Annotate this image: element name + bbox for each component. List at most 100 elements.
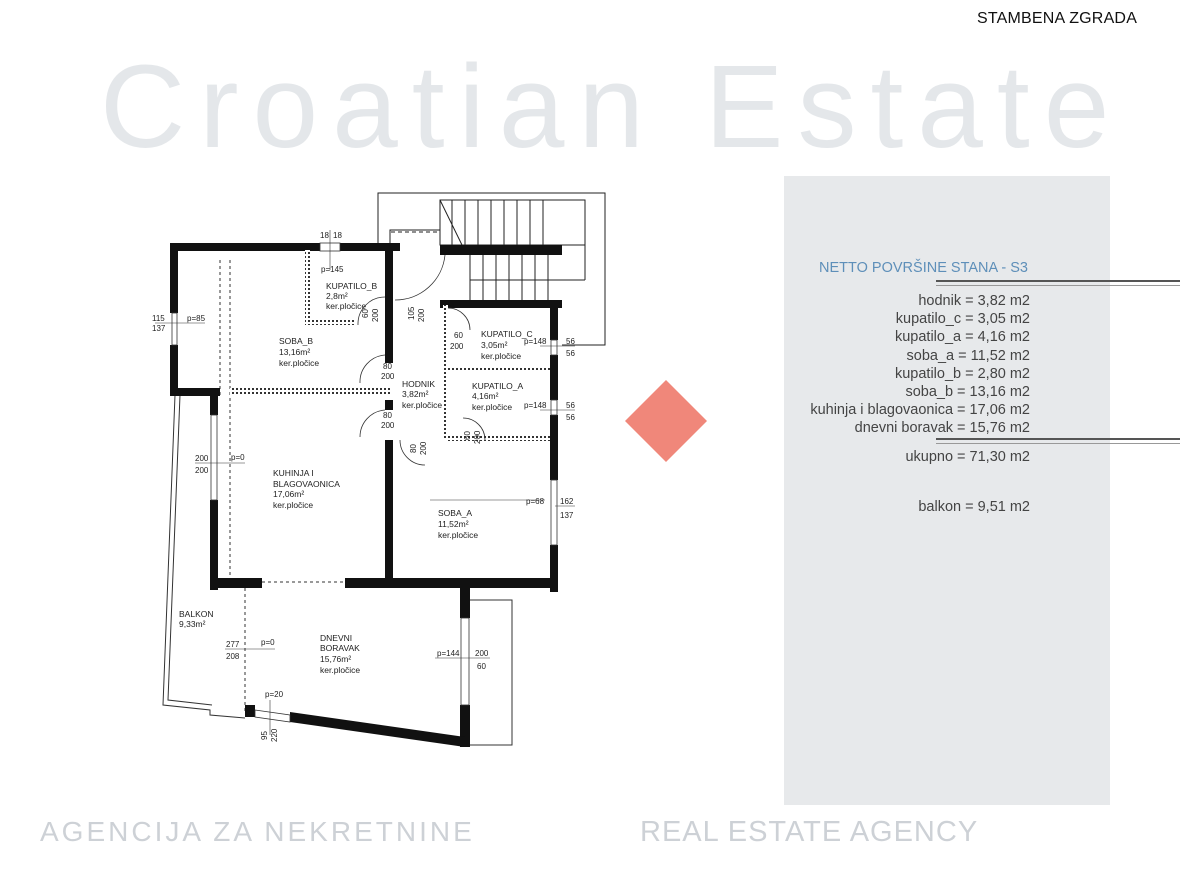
svg-text:11,52m²: 11,52m² [438, 519, 469, 529]
svg-text:18: 18 [333, 231, 342, 240]
svg-text:200: 200 [473, 430, 482, 444]
area-row: dnevni boravak = 15,76 m2 [854, 420, 1030, 437]
svg-text:115: 115 [152, 314, 165, 323]
area-row: kupatilo_c = 3,05 m2 [895, 311, 1030, 328]
svg-text:KUPATILO_B: KUPATILO_B [326, 281, 378, 291]
svg-text:3,05m²: 3,05m² [481, 340, 508, 350]
svg-text:200: 200 [419, 441, 428, 455]
balcony-area: balkon = 9,51 m2 [918, 499, 1030, 515]
room-kupatilo-b: KUPATILO_B 2,8m² ker.pločice [326, 281, 378, 311]
svg-text:ker.pločice: ker.pločice [273, 500, 313, 510]
room-balkon: BALKON 9,33m² [179, 609, 214, 629]
balcony-outline [162, 260, 513, 746]
area-list: hodnik = 3,82 m2 kupatilo_c = 3,05 m2 ku… [810, 292, 1030, 438]
svg-text:95: 95 [260, 731, 269, 740]
dimension-lines [155, 230, 575, 735]
door-swings [357, 254, 486, 466]
svg-text:80: 80 [383, 411, 392, 420]
svg-text:ker.pločice: ker.pločice [320, 665, 360, 675]
svg-text:2,8m²: 2,8m² [326, 291, 348, 301]
divider [936, 280, 1180, 286]
svg-text:p=144: p=144 [437, 649, 460, 658]
area-row: kupatilo_b = 2,80 m2 [894, 365, 1030, 382]
svg-text:56: 56 [566, 401, 575, 410]
svg-text:ker.pločice: ker.pločice [326, 301, 366, 311]
svg-text:ker.pločice: ker.pločice [402, 400, 442, 410]
svg-text:KUPATILO_C: KUPATILO_C [481, 329, 533, 339]
svg-text:9,33m²: 9,33m² [179, 619, 206, 629]
svg-text:137: 137 [152, 324, 166, 333]
room-soba-b: SOBA_B 13,16m² ker.pločice [279, 336, 319, 368]
svg-text:BALKON: BALKON [179, 609, 214, 619]
svg-text:56: 56 [566, 413, 575, 422]
svg-text:18: 18 [320, 231, 329, 240]
svg-text:80: 80 [383, 362, 392, 371]
svg-text:200: 200 [195, 466, 209, 475]
svg-text:BORAVAK: BORAVAK [320, 643, 360, 653]
svg-text:200: 200 [475, 649, 489, 658]
area-summary-panel: NETTO POVRŠINE STANA - S3 hodnik = 3,82 … [784, 176, 1180, 805]
room-hodnik: HODNIK 3,82m² ker.pločice [402, 379, 442, 410]
svg-text:p=20: p=20 [265, 690, 284, 699]
room-soba-a: SOBA_A 11,52m² ker.pločice [438, 508, 478, 540]
svg-text:56: 56 [566, 349, 575, 358]
svg-text:p=68: p=68 [526, 497, 545, 506]
svg-text:HODNIK: HODNIK [402, 379, 435, 389]
svg-text:3,82m²: 3,82m² [402, 389, 429, 399]
svg-text:KUPATILO_A: KUPATILO_A [472, 381, 524, 391]
walls [170, 243, 562, 747]
svg-text:162: 162 [560, 497, 574, 506]
svg-text:220: 220 [270, 728, 279, 742]
panel-title: NETTO POVRŠINE STANA - S3 [819, 260, 1028, 276]
svg-text:4,16m²: 4,16m² [472, 391, 499, 401]
svg-text:p=0: p=0 [231, 453, 245, 462]
room-dnevni: DNEVNI BORAVAK 15,76m² ker.pločice [320, 633, 360, 675]
svg-text:ker.pločice: ker.pločice [279, 358, 319, 368]
svg-text:200: 200 [417, 308, 426, 322]
svg-text:200: 200 [450, 342, 464, 351]
dimension-text: 18 18 p=145 115 137 p=85 60 200 105 200 … [152, 231, 575, 742]
watermark-diamond [624, 379, 708, 463]
svg-text:208: 208 [226, 652, 240, 661]
svg-text:p=85: p=85 [187, 314, 206, 323]
area-row: kuhinja i blagovaonica = 17,06 m2 [810, 402, 1030, 419]
area-row: soba_b = 13,16 m2 [905, 384, 1030, 401]
svg-text:137: 137 [560, 511, 574, 520]
svg-text:200: 200 [381, 372, 395, 381]
svg-text:56: 56 [566, 337, 575, 346]
room-kupatilo-c: KUPATILO_C 3,05m² ker.pločice [481, 329, 533, 361]
svg-text:15,76m²: 15,76m² [320, 654, 351, 664]
svg-text:p=148: p=148 [524, 401, 547, 410]
svg-text:17,06m²: 17,06m² [273, 489, 304, 499]
room-kupatilo-a: KUPATILO_A 4,16m² ker.pločice [472, 381, 524, 412]
svg-text:p=145: p=145 [321, 265, 344, 274]
svg-text:200: 200 [195, 454, 209, 463]
staircase [377, 192, 606, 346]
divider [936, 438, 1180, 444]
svg-text:60: 60 [463, 431, 472, 440]
svg-text:105: 105 [407, 306, 416, 320]
area-row: hodnik = 3,82 m2 [918, 293, 1030, 309]
svg-text:ker.pločice: ker.pločice [481, 351, 521, 361]
total-area: ukupno = 71,30 m2 [905, 449, 1030, 465]
svg-text:p=148: p=148 [524, 337, 547, 346]
svg-text:60: 60 [361, 309, 370, 318]
svg-text:DNEVNI: DNEVNI [320, 633, 352, 643]
building-title: STAMBENA ZGRADA [977, 10, 1138, 27]
room-kuhinja: KUHINJA I BLAGOVAONICA 17,06m² ker.ploči… [273, 468, 340, 510]
svg-text:277: 277 [226, 640, 240, 649]
svg-text:p=0: p=0 [261, 638, 275, 647]
svg-text:60: 60 [477, 662, 486, 671]
svg-text:BLAGOVAONICA: BLAGOVAONICA [273, 479, 340, 489]
area-row: soba_a = 11,52 m2 [906, 347, 1030, 364]
svg-text:KUHINJA I: KUHINJA I [273, 468, 314, 478]
svg-text:SOBA_A: SOBA_A [438, 508, 472, 518]
svg-text:80: 80 [409, 444, 418, 453]
svg-text:200: 200 [381, 421, 395, 430]
svg-text:60: 60 [454, 331, 463, 340]
area-row: kupatilo_a = 4,16 m2 [894, 329, 1030, 346]
svg-text:ker.pločice: ker.pločice [472, 402, 512, 412]
svg-text:ker.pločice: ker.pločice [438, 530, 478, 540]
svg-text:200: 200 [371, 308, 380, 322]
